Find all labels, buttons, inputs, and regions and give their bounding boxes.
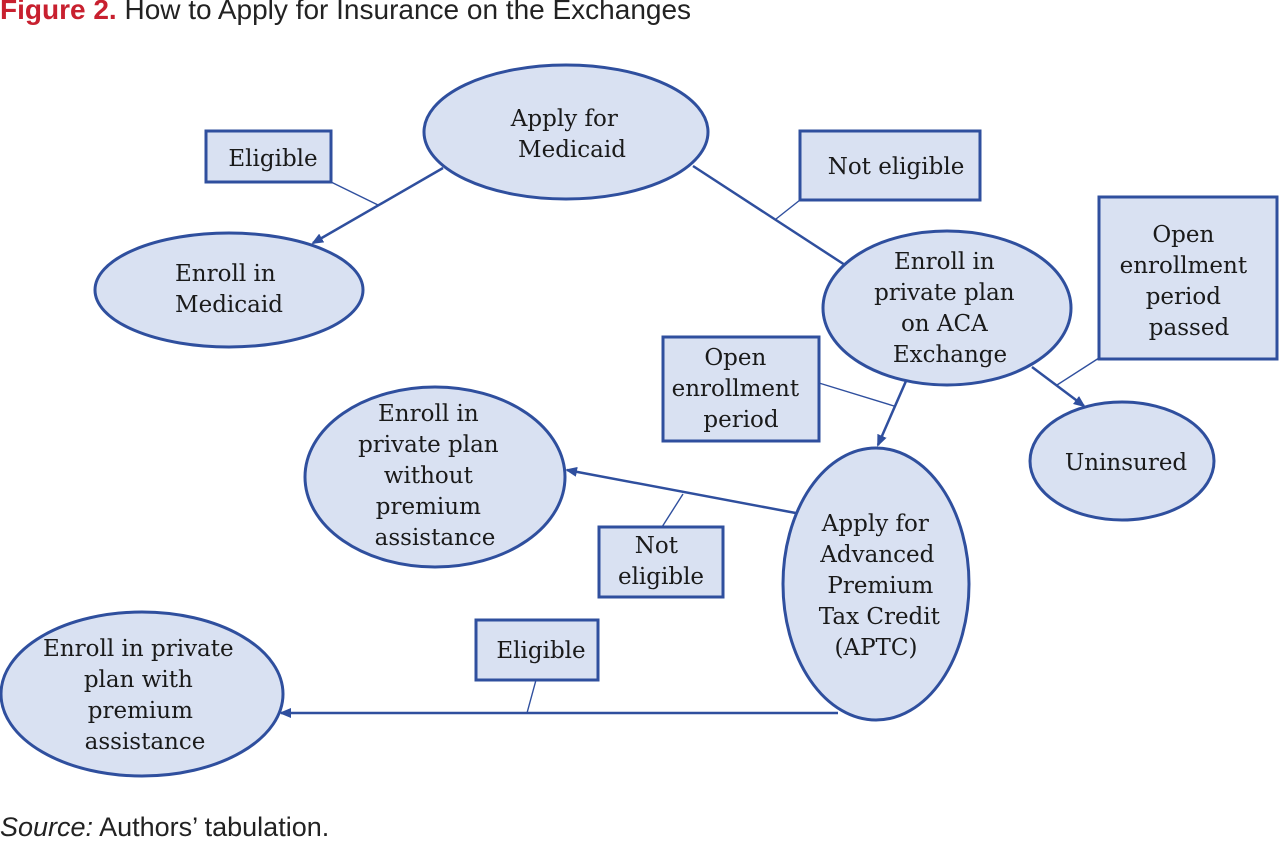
figure-title: Figure 2. How to Apply for Insurance on …: [0, 0, 691, 26]
node-label: Enroll in private plan on ACA Exchange: [874, 249, 1022, 368]
node-label: Uninsured: [1065, 450, 1188, 476]
source-note: Source: Authors’ tabulation.: [0, 812, 329, 843]
condition-open-enrollment-period-passed: Open enrollment period passed: [1097, 195, 1279, 361]
condition-label: Eligible: [228, 146, 317, 172]
condition-not-eligible-aptc: Not eligible: [597, 525, 725, 599]
figure-title-text: How to Apply for Insurance on the Exchan…: [124, 0, 692, 25]
leader-eligible-aptc: [526, 679, 537, 714]
leader-not-eligible-aptc: [661, 493, 684, 528]
condition-label: Open enrollment period passed: [1120, 222, 1255, 341]
condition-label: Open enrollment period: [672, 345, 807, 433]
node-apply-for-aptc: Apply for Advanced Premium Tax Credit (A…: [781, 446, 971, 722]
figure-label: Figure 2.: [0, 0, 117, 25]
edge-aca-uninsured: [1031, 366, 1086, 408]
leader-not-eligible-medicaid: [775, 199, 801, 220]
node-enroll-in-medicaid: Enroll in Medicaid: [93, 231, 365, 349]
leader-open-period-passed: [1056, 357, 1100, 386]
condition-open-enrollment-period: Open enrollment period: [661, 335, 821, 443]
node-enroll-private-plan-with-assistance: Enroll in private plan with premium assi…: [0, 610, 285, 778]
condition-not-eligible-medicaid: Not eligible: [798, 129, 982, 202]
node-label: Enroll in Medicaid: [175, 261, 283, 318]
node-label: Enroll in private plan without premium a…: [358, 401, 506, 551]
edge-aca-aptc: [876, 380, 908, 447]
node-label: Apply for Advanced Premium Tax Credit (A…: [819, 511, 947, 661]
node-uninsured: Uninsured: [1028, 400, 1216, 522]
node-label: Apply for Medicaid: [510, 106, 626, 163]
node-label: Enroll in private plan with premium assi…: [43, 636, 241, 755]
node-enroll-private-plan-aca-exchange: Enroll in private plan on ACA Exchange: [821, 229, 1073, 387]
leader-eligible-medicaid: [330, 181, 379, 206]
source-text: Authors’ tabulation.: [99, 812, 330, 842]
node-apply-for-medicaid: Apply for Medicaid: [422, 63, 710, 201]
node-enroll-private-plan-without-assistance: Enroll in private plan without premium a…: [303, 385, 567, 569]
condition-eligible-aptc: Eligible: [474, 618, 600, 682]
edge-medicaid-eligible: [311, 166, 444, 245]
condition-label: Not eligible: [828, 154, 965, 180]
condition-label: Not eligible: [618, 533, 704, 590]
edge-medicaid-not-eligible: [692, 164, 846, 267]
edge-aptc-not-eligible: [565, 466, 802, 516]
condition-label: Eligible: [496, 638, 585, 664]
source-label: Source:: [0, 812, 94, 842]
leader-open-period: [818, 382, 895, 407]
condition-eligible-medicaid: Eligible: [204, 129, 333, 184]
